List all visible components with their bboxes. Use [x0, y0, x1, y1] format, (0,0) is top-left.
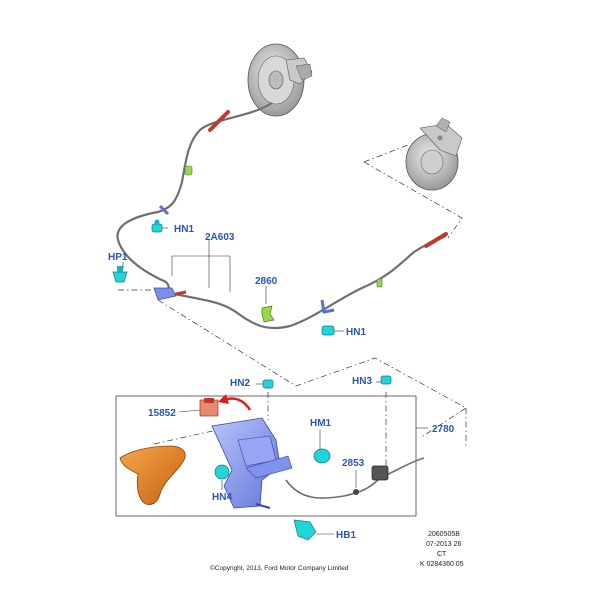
fastener-hn1-top	[151, 219, 163, 233]
callout-hn1-right: HN1	[346, 327, 366, 338]
callout-hn4: HN4	[212, 492, 232, 503]
fastener-hn3	[380, 375, 392, 385]
callout-hn3: HN3	[352, 376, 372, 387]
callout-2853: 2853	[342, 458, 365, 469]
left-rear-cable	[116, 102, 273, 297]
removal-arrowhead	[218, 394, 229, 404]
ref-region: CT	[437, 551, 447, 558]
fastener-hb1	[293, 519, 317, 541]
lever-cover	[119, 445, 186, 505]
front-cable-2853	[285, 457, 425, 499]
removal-arrow	[223, 397, 252, 411]
rear-left-brake-assembly	[247, 43, 313, 117]
fastener-hn4	[214, 464, 230, 480]
rear-right-brake-assembly	[405, 117, 463, 191]
lever-assembly-frame	[115, 395, 417, 517]
fastener-hn1-right	[321, 325, 335, 336]
callout-hm1: HM1	[310, 418, 332, 429]
callout-hb1: HB1	[336, 530, 356, 541]
callout-hn1-top: HN1	[174, 224, 194, 235]
hand-brake-lever-bracket	[211, 417, 293, 509]
callout-hp1: HP1	[108, 252, 128, 263]
callout-hn2: HN2	[230, 378, 250, 389]
right-rear-cable	[165, 232, 448, 330]
callout-2780: 2780	[432, 424, 455, 435]
callout-2860: 2860	[255, 276, 278, 287]
fastener-hp1	[112, 266, 128, 283]
callout-2a603: 2A603	[205, 232, 235, 243]
copyright-text: ©Copyright, 2013, Ford Motor Company Lim…	[210, 564, 349, 572]
part-15852-block	[199, 398, 219, 417]
reference-lines	[118, 144, 467, 470]
fastener-hn2	[262, 379, 274, 389]
callout-15852: 15852	[148, 408, 176, 419]
part-2860-clip	[261, 305, 275, 323]
cable-equalizer	[153, 204, 187, 301]
ref-code: 2060505B	[428, 531, 460, 538]
leader-lines	[122, 227, 428, 535]
ref-number: K 0284360 05	[420, 561, 464, 568]
ref-date: 07-2013 26	[426, 541, 462, 548]
fastener-hm1	[313, 448, 331, 464]
